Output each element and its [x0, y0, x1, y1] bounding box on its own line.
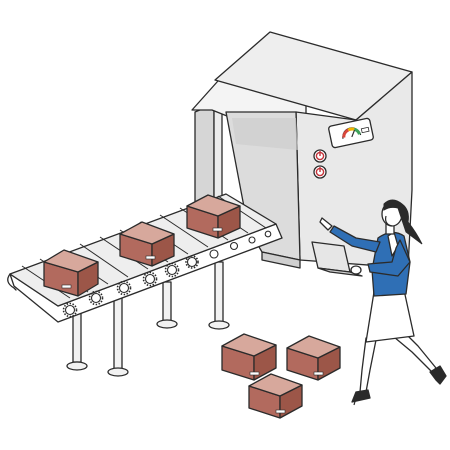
floor-box-3	[248, 373, 303, 419]
worker-hair	[383, 199, 423, 245]
worker-front-leg	[359, 337, 377, 393]
gear-icon	[64, 230, 272, 316]
worker-arm-right	[367, 239, 411, 277]
power-button-top	[313, 149, 327, 163]
laptop-icon	[311, 241, 363, 277]
floor-box-2	[286, 335, 341, 381]
conveyor-legs	[66, 261, 230, 377]
worker-arm-left	[329, 225, 381, 253]
gauge-icon	[342, 126, 370, 139]
box-on-belt-1	[43, 249, 99, 297]
worker-woman	[311, 199, 447, 406]
box-on-belt-2	[119, 221, 175, 267]
box-on-belt-3	[186, 194, 241, 239]
gauge-panel	[328, 117, 374, 149]
worker-skirt	[365, 289, 415, 343]
power-button-bottom	[313, 165, 327, 179]
floor-box-1	[221, 333, 277, 381]
